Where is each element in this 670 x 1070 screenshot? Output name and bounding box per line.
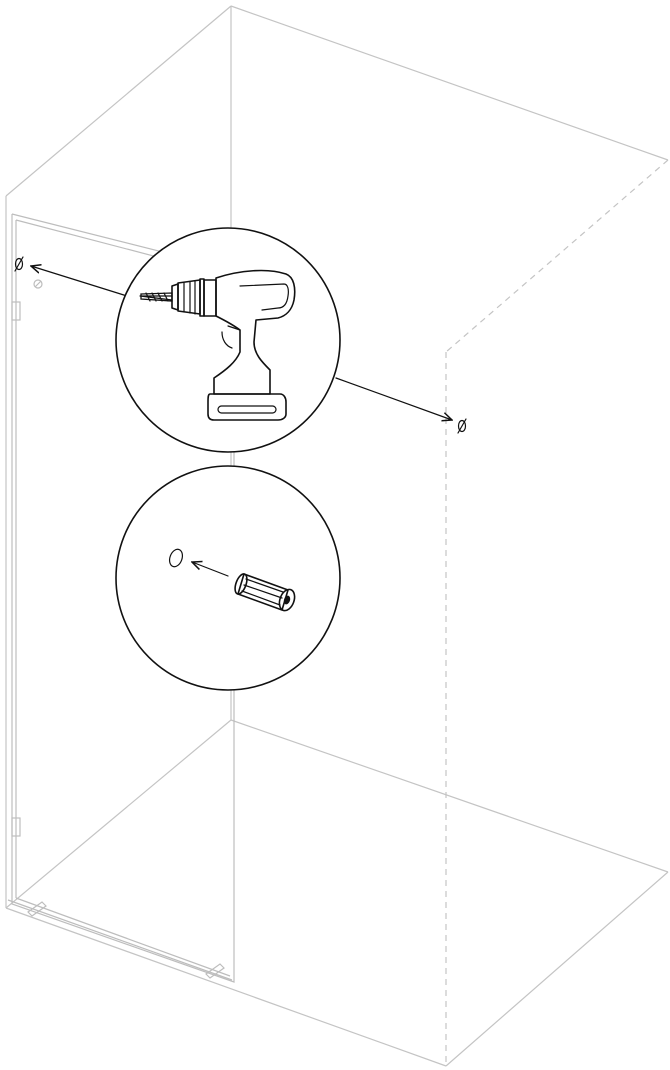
floor-front-left-edge <box>5 907 447 1067</box>
drilled-hole <box>168 548 184 568</box>
wall-plug-callout-circle <box>115 465 341 691</box>
lower-hinge <box>11 817 21 837</box>
drill-callout-circle <box>115 227 341 453</box>
right-wall-top-edge <box>230 5 669 161</box>
cordless-drill-icon <box>139 269 296 421</box>
right-floor-edge <box>230 719 669 873</box>
wall-plug-detail <box>115 465 341 691</box>
front-floor-edge <box>445 871 669 1067</box>
drill-hole-mark-icon <box>457 418 467 434</box>
wall-screw <box>33 279 43 289</box>
floor-foot-right <box>205 963 225 979</box>
glass-bottom-inner <box>15 897 231 977</box>
wall-plug-icon <box>234 573 296 612</box>
wall-screw-slot <box>34 280 42 288</box>
enclosure-structure <box>5 5 669 1067</box>
threshold-line <box>7 899 233 981</box>
arrow-to-left-hole <box>31 266 128 297</box>
hidden-top-edge <box>445 159 669 353</box>
insert-arrow <box>192 562 229 577</box>
left-wall-top-edge <box>5 5 232 197</box>
upper-hinge <box>11 301 21 321</box>
drill-hole-marks <box>14 256 467 434</box>
drill-detail <box>115 227 341 453</box>
drill-hole-mark-icon <box>14 256 24 272</box>
arrow-to-right-hole <box>335 377 452 420</box>
left-floor-edge <box>5 719 232 909</box>
floor-foot-left <box>27 901 47 917</box>
